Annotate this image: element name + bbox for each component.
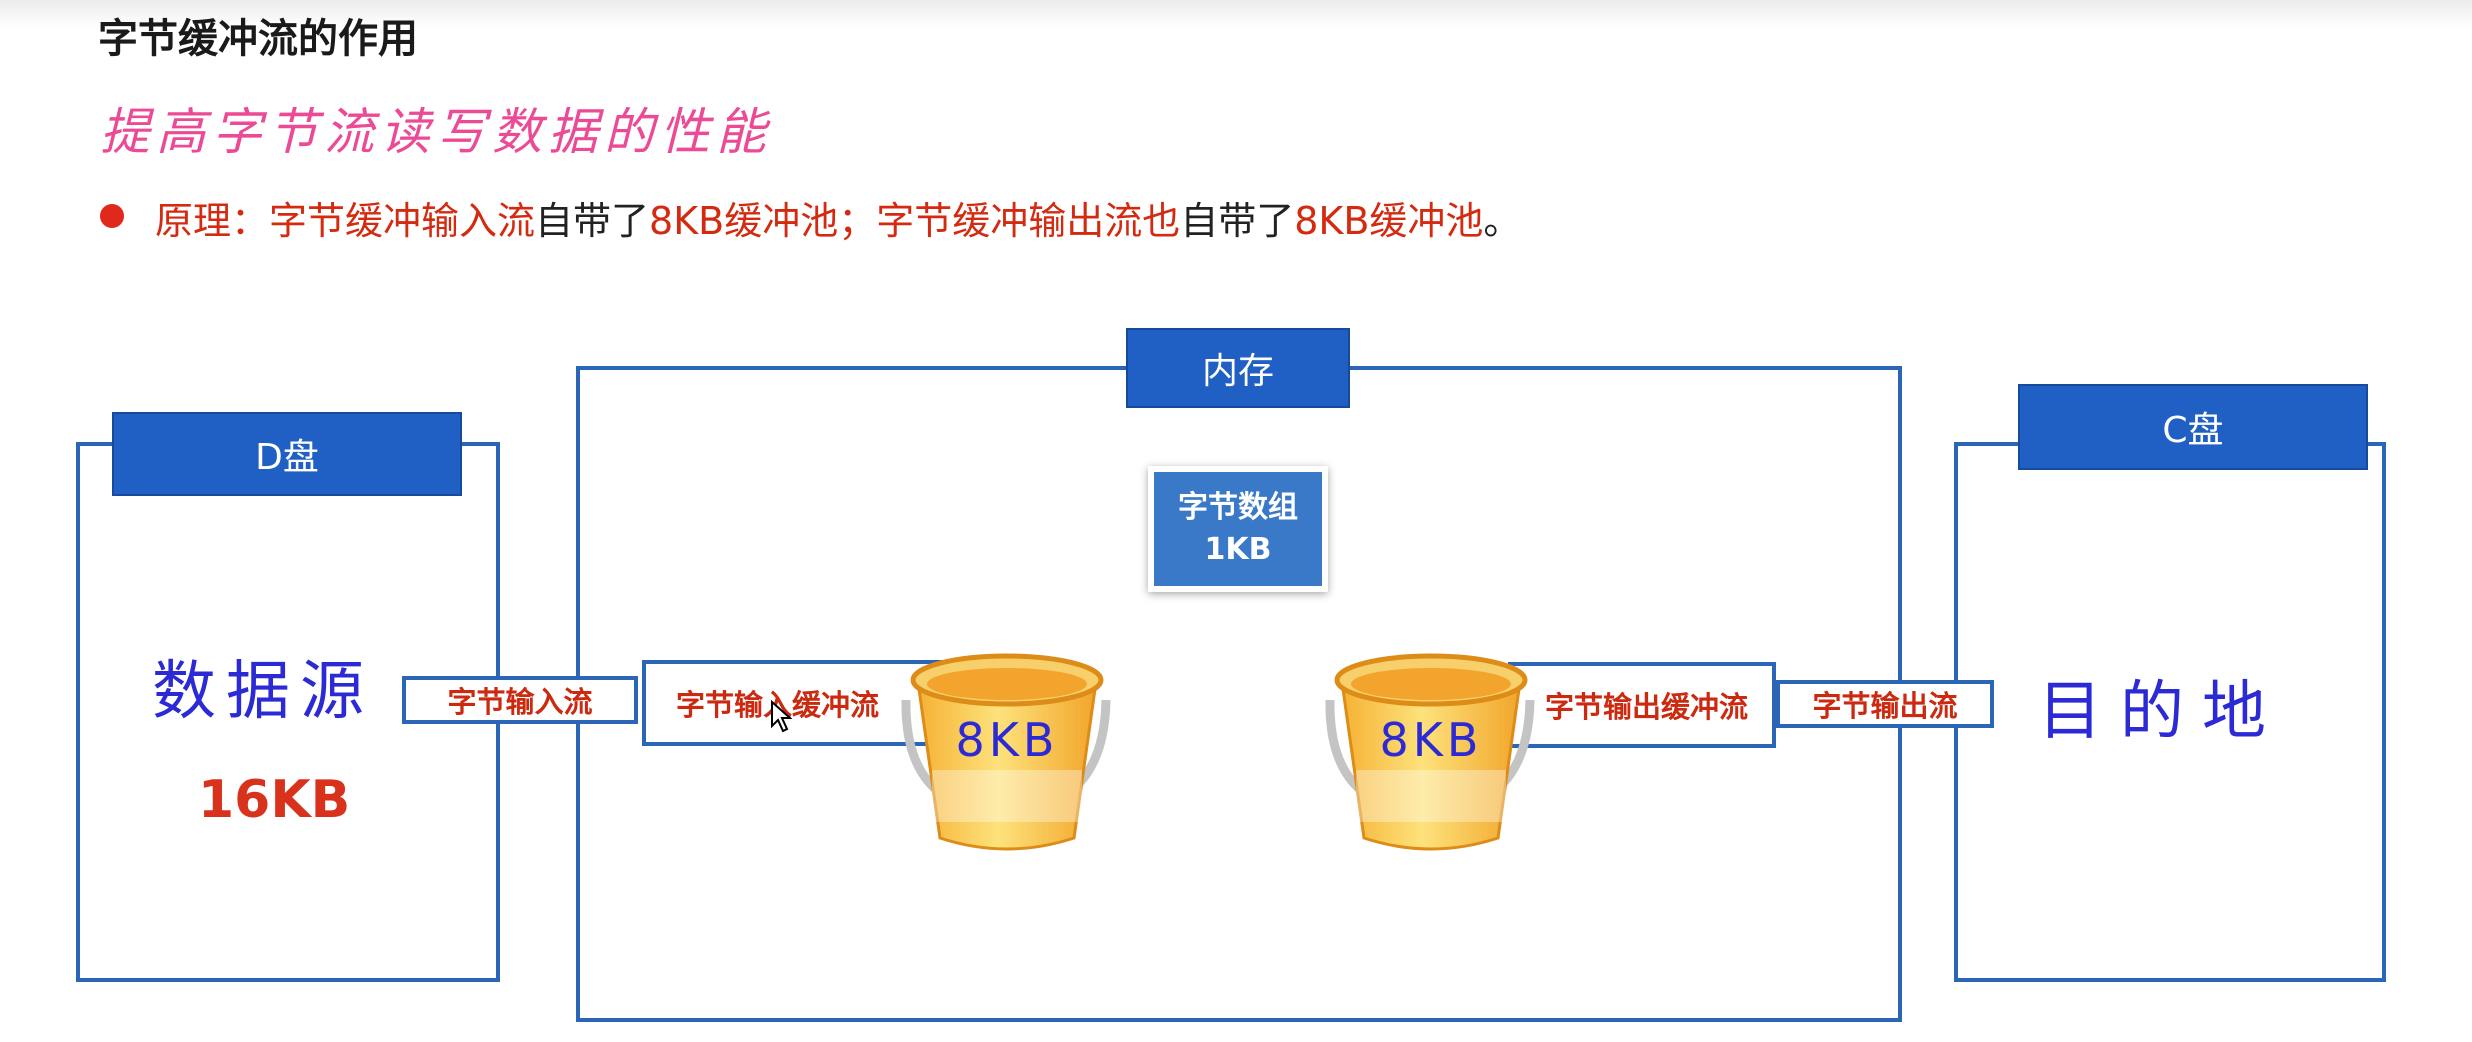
principle-part-3: 8KB缓冲池；字节缓冲输出流也 (649, 199, 1181, 243)
byte-output-stream-label: 字节输出流 (1812, 689, 1958, 723)
byte-input-stream-label: 字节输入流 (447, 685, 593, 719)
principle-part-1: 原理：字节缓冲输入流 (155, 199, 536, 243)
output-bucket-label: 8KB (1380, 713, 1483, 767)
byte-output-buffered-stream-box: 字节输出缓冲流 (1508, 662, 1776, 748)
byte-array-box: 字节数组 1KB (1148, 466, 1328, 592)
slide-subtitle: 提高字节流读写数据的性能 (100, 103, 772, 161)
slide-title: 字节缓冲流的作用 (98, 16, 418, 62)
byte-input-buffered-stream-box: 字节输入缓冲流 (642, 660, 952, 746)
byte-array-label: 字节数组 (1178, 490, 1298, 525)
byte-array-size: 1KB (1204, 532, 1272, 567)
top-shade (0, 0, 2472, 28)
output-buffer-bucket: 8KB (1325, 653, 1535, 851)
input-bucket-body (916, 680, 1098, 851)
mouse-cursor-icon (771, 700, 792, 733)
principle-text: 原理：字节缓冲输入流自带了8KB缓冲池；字节缓冲输出流也自带了8KB缓冲池。 (155, 190, 1521, 245)
output-bucket-body (1340, 680, 1522, 851)
principle-part-5: 8KB缓冲池 (1294, 199, 1484, 243)
c-disk-header: C盘 (2018, 384, 2368, 470)
principle-part-4: 自带了 (1180, 199, 1295, 243)
byte-output-buffered-stream-label: 字节输出缓冲流 (1544, 690, 1748, 724)
byte-output-stream-box: 字节输出流 (1776, 680, 1994, 728)
principle-part-6: 。 (1483, 199, 1522, 243)
input-buffer-bucket: 8KB (901, 653, 1111, 851)
memory-header: 内存 (1126, 328, 1350, 408)
byte-input-stream-box: 字节输入流 (402, 676, 638, 724)
input-bucket-label: 8KB (956, 713, 1059, 767)
c-disk-box (1954, 442, 2386, 982)
data-source-size: 16KB (198, 770, 351, 830)
d-disk-header: D盘 (112, 412, 462, 496)
bullet-dot (100, 204, 124, 228)
data-source-label: 数据源 (152, 655, 374, 729)
destination-label: 目的地 (2038, 675, 2284, 749)
principle-part-2: 自带了 (535, 199, 650, 243)
